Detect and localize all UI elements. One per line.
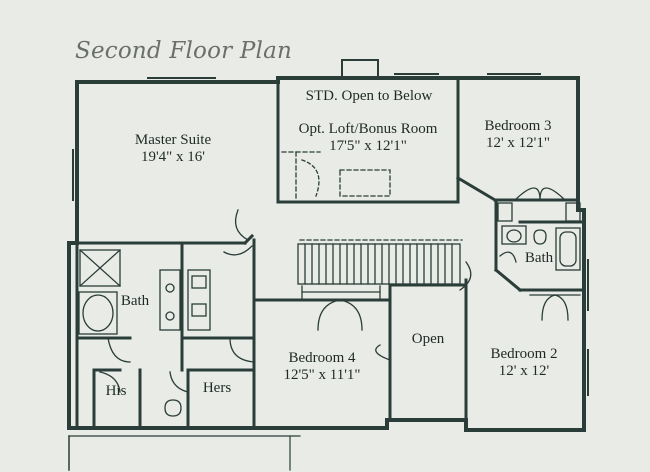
loft-opt-name: Opt. Loft/Bonus Room xyxy=(298,121,438,137)
bedroom3-label: Bedroom 3 12' x 12'1" xyxy=(468,118,568,152)
bedroom4-name: Bedroom 4 xyxy=(288,350,356,366)
window-marks xyxy=(72,73,589,396)
bedroom2-label: Bedroom 2 12' x 12' xyxy=(472,346,576,380)
his-closet-label: His xyxy=(105,383,127,399)
master-suite-label: Master Suite 19'4" x 16' xyxy=(118,132,228,166)
bath2-label: Bath xyxy=(524,250,554,266)
master-bath-label: Bath xyxy=(120,293,150,309)
bedroom2-name: Bedroom 2 xyxy=(490,346,558,362)
loft-opt-label: Opt. Loft/Bonus Room 17'5" x 12'1" xyxy=(280,121,456,155)
bedroom3-name: Bedroom 3 xyxy=(484,118,552,134)
master-suite-name: Master Suite xyxy=(134,132,212,148)
bedroom4-size: 12'5" x 11'1" xyxy=(283,367,361,383)
open-label: Open xyxy=(411,331,445,347)
bedroom3-size: 12' x 12'1" xyxy=(485,135,551,151)
bedroom2-size: 12' x 12' xyxy=(498,363,550,379)
bedroom4-label: Bedroom 4 12'5" x 11'1" xyxy=(264,350,380,384)
detail-lines xyxy=(68,151,581,471)
loft-opt-size: 17'5" x 12'1" xyxy=(329,138,407,154)
hers-closet-label: Hers xyxy=(202,380,232,396)
exterior-walls xyxy=(67,76,586,432)
master-suite-size: 19'4" x 16' xyxy=(140,149,206,165)
stair-treads xyxy=(304,243,453,285)
plan-title: Second Floor Plan xyxy=(75,38,293,64)
loft-std-label: STD. Open to Below xyxy=(305,88,433,104)
